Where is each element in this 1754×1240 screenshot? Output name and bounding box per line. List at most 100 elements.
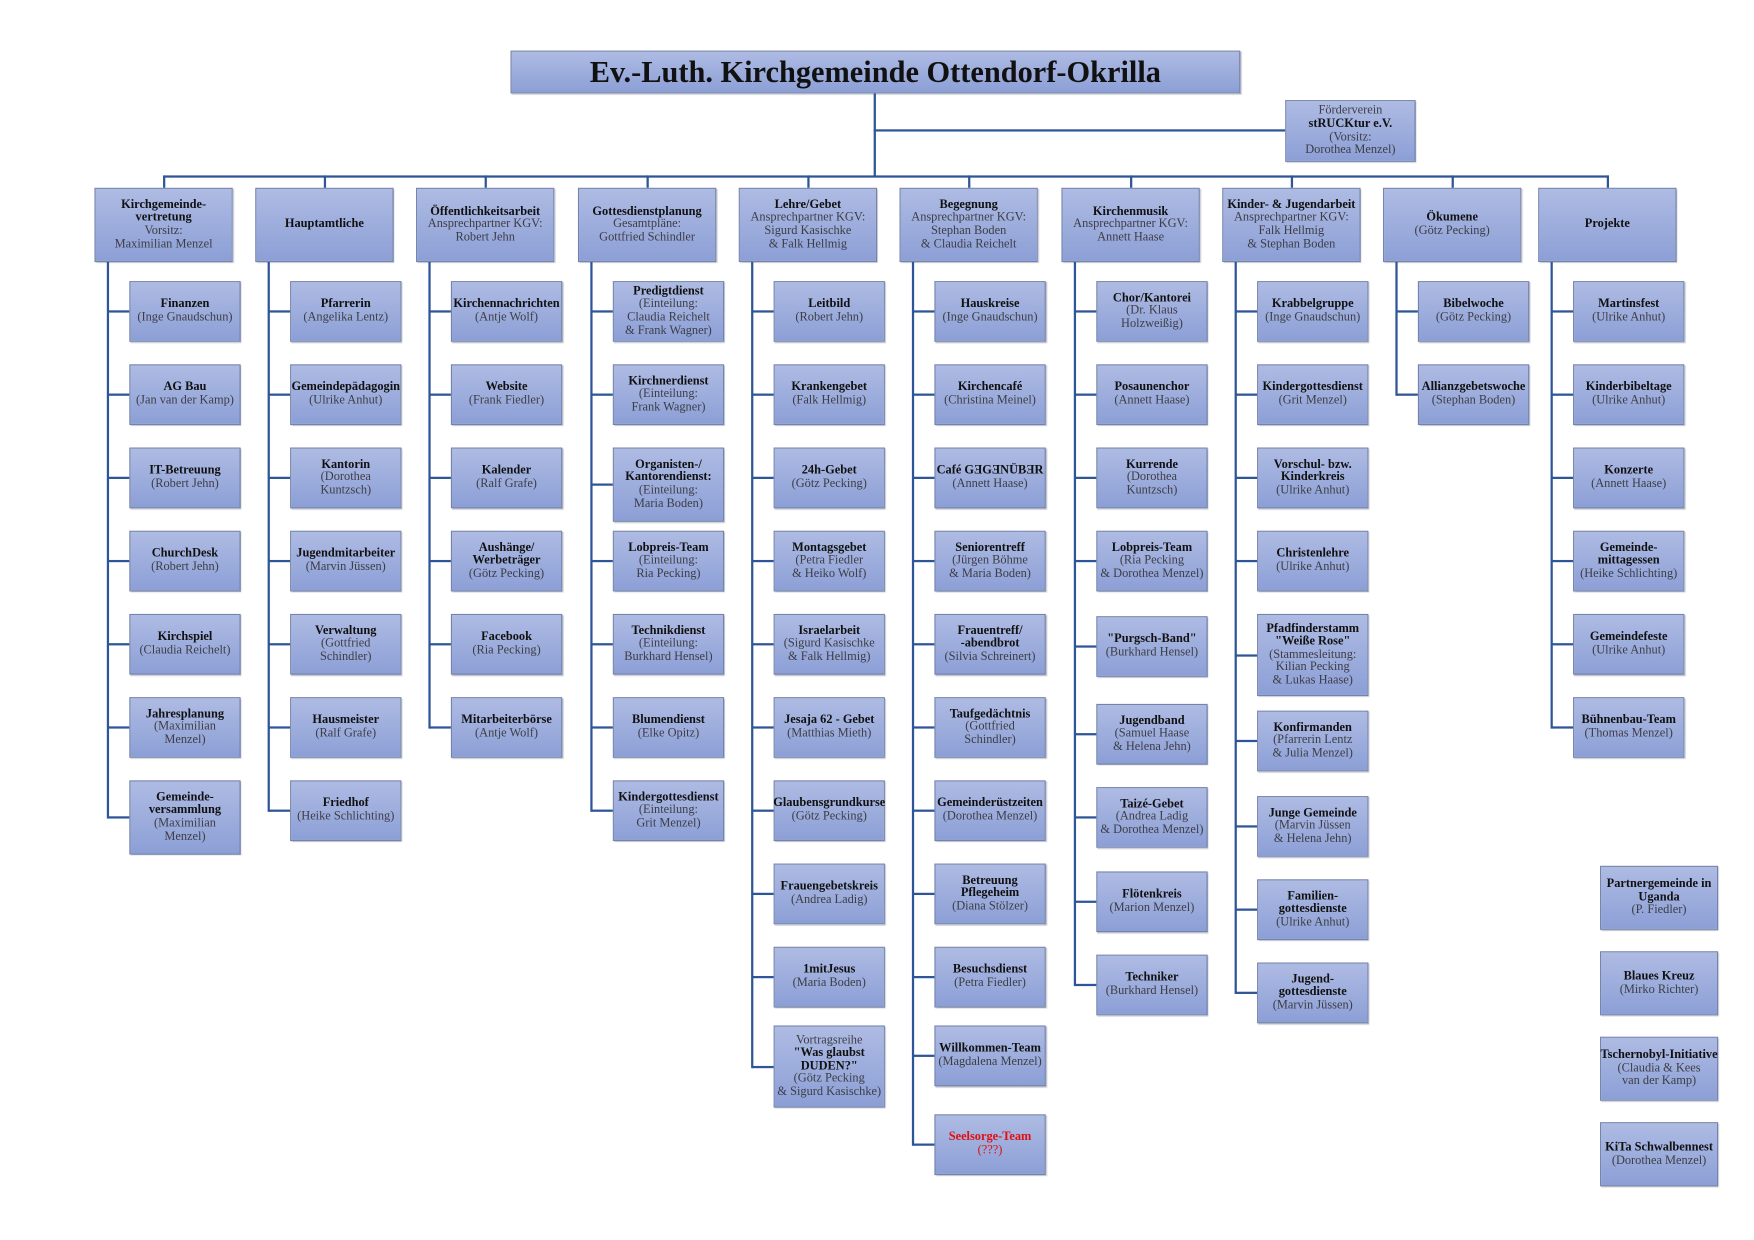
- box-detail: (Ria Pecking: [1119, 553, 1185, 567]
- box-detail: (Andrea Ladig: [1115, 809, 1189, 824]
- connector-line: [323, 175, 326, 188]
- connector-line: [1074, 645, 1097, 648]
- team-box: Kinderbibeltage(Ulrike Anhut): [1573, 364, 1685, 426]
- box-title: Montagsgebet: [792, 540, 867, 554]
- connector-line: [590, 261, 593, 812]
- box-detail: Ansprechpartner KGV:: [1073, 217, 1188, 231]
- box-detail: (Stammesleitung:: [1269, 647, 1357, 661]
- box-detail: Menzel): [164, 829, 206, 843]
- box-detail: (Vorsitz:: [1329, 129, 1372, 144]
- team-box: Jugendmitarbeiter(Marvin Jüssen): [290, 530, 402, 592]
- connector-line: [591, 643, 613, 646]
- box-detail: (Annett Haase): [1114, 393, 1190, 408]
- box-title: Glaubensgrundkurse: [773, 796, 886, 811]
- box-title: Projekte: [1584, 217, 1630, 231]
- connector-line: [752, 809, 774, 812]
- connector-line: [752, 975, 774, 979]
- box-detail: (Robert Jehn): [151, 559, 219, 574]
- box-detail: (Antje Wolf): [475, 726, 539, 740]
- team-box: Martinsfest(Ulrike Anhut): [1573, 281, 1685, 342]
- connector-line: [429, 643, 451, 646]
- box-detail: (Maximilian: [154, 719, 216, 734]
- connector-line: [107, 310, 130, 313]
- team-box: Bühnenbau-Team(Thomas Menzel): [1573, 697, 1685, 758]
- box-title: Organisten-/: [635, 457, 702, 471]
- team-box: AG Bau(Jan van der Kamp): [129, 364, 241, 426]
- connector-line: [873, 93, 876, 177]
- connector-line: [1235, 310, 1258, 313]
- box-title: Allianzgebetswoche: [1421, 380, 1526, 394]
- connector-line: [268, 393, 291, 396]
- box-title: Kirchenmusik: [1092, 204, 1169, 218]
- team-box: Familien-gottesdienste(Ulrike Anhut): [1257, 879, 1369, 940]
- box-title: DUDEN?": [800, 1058, 858, 1073]
- team-box: Lobpreis-Team(Ria Pecking& Dorothea Menz…: [1096, 530, 1208, 592]
- box-title: Pfarrerin: [320, 297, 371, 311]
- team-box: Aushänge/Werbeträger(Götz Pecking): [450, 530, 563, 592]
- box-detail: Gottfried Schindler: [599, 230, 696, 244]
- team-box: Jugendband(Samuel Haase& Helena Jehn): [1096, 703, 1208, 765]
- box-detail: (Einteilung:: [638, 636, 698, 651]
- connector-line: [1074, 816, 1097, 819]
- box-detail: (Sigurd Kasischke: [783, 636, 875, 651]
- box-title: Bühnenbau-Team: [1581, 713, 1676, 727]
- box-title: Taufgedächtnis: [949, 706, 1031, 721]
- connector-line: [429, 726, 451, 729]
- connector-line: [1396, 393, 1418, 396]
- box-detail: Dorothea Menzel): [1305, 142, 1396, 157]
- box-title: Kirchspiel: [157, 630, 213, 644]
- connector-line: [1074, 476, 1097, 479]
- connector-line: [591, 809, 613, 812]
- box-title: Gottesdienstplanung: [592, 204, 702, 218]
- connector-line: [1074, 559, 1097, 563]
- box-detail: (Ulrike Anhut): [1276, 559, 1350, 574]
- box-title: Uganda: [1638, 890, 1680, 904]
- box-detail: (Frank Fiedler): [468, 393, 545, 408]
- box-title: Kantorendienst:: [625, 470, 712, 484]
- box-detail: & Heiko Wolf): [792, 566, 867, 580]
- box-detail: (Petra Fiedler: [795, 553, 864, 567]
- team-box: Krabbelgruppe(Inge Gnaudschun): [1257, 281, 1369, 342]
- box-detail: & Helena Jehn): [1273, 831, 1352, 846]
- column-header: Projekte: [1538, 187, 1677, 262]
- box-title: AG Bau: [163, 380, 207, 394]
- team-box: ChurchDesk(Robert Jehn): [129, 530, 241, 592]
- box-title: Taizé-Gebet: [1120, 796, 1184, 811]
- box-detail: (Petra Fiedler): [954, 975, 1026, 990]
- box-title: Lehre/Gebet: [774, 197, 842, 212]
- box-detail: Schindler): [964, 732, 1016, 747]
- box-detail: Gesamtpläne:: [613, 217, 682, 231]
- box-title: Lobpreis-Team: [1111, 540, 1193, 554]
- box-title: Besuchsdienst: [952, 962, 1028, 977]
- box-detail: (Einteilung:: [638, 297, 698, 311]
- connector-line: [913, 892, 935, 896]
- box-detail: Maria Boden): [633, 496, 703, 511]
- box-detail: Vortragsreihe: [796, 1032, 863, 1047]
- team-box: Hausmeister(Ralf Grafe): [290, 697, 402, 758]
- box-title: Kinder- & Jugendarbeit: [1227, 197, 1356, 212]
- connector-line: [268, 643, 291, 646]
- box-title: Kantorin: [321, 457, 371, 471]
- box-title: Seelsorge-Team: [948, 1130, 1032, 1144]
- box-title: Frauentreff/: [957, 623, 1023, 638]
- connector-line: [428, 261, 431, 729]
- box-detail: & Helena Jehn): [1113, 739, 1191, 754]
- connector-line: [913, 559, 935, 563]
- box-detail: Kuntzsch): [1126, 483, 1178, 497]
- connector-line: [1235, 653, 1258, 657]
- team-box: Friedhof(Heike Schlichting): [290, 780, 402, 842]
- box-detail: (Götz Pecking): [1414, 223, 1490, 238]
- box-title: Begegnung: [939, 197, 998, 212]
- box-title: Willkommen-Team: [939, 1041, 1041, 1056]
- box-title: Jugendband: [1119, 713, 1185, 728]
- team-box: Frauentreff/-abendbrot(Silvia Schreinert…: [934, 613, 1046, 675]
- team-box: Kirchencafé(Christina Meinel): [934, 364, 1046, 426]
- box-detail: Stephan Boden: [931, 223, 1007, 238]
- box-title: "Was glaubst: [793, 1045, 865, 1060]
- box-detail: & Claudia Reichelt: [920, 236, 1017, 251]
